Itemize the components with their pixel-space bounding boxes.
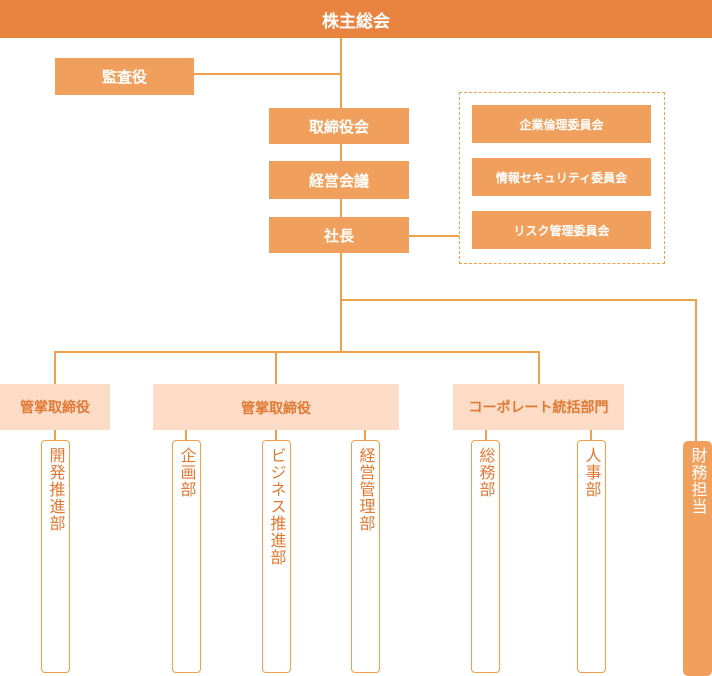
dept-business: ビジネス推進部 <box>262 440 291 673</box>
connector-director-3 <box>538 351 540 384</box>
corporate-division-label: コーポレート統括部門 <box>468 400 609 416</box>
connector-dept-4 <box>364 430 366 440</box>
auditor-label: 監査役 <box>101 68 147 86</box>
connector-dept-3 <box>275 430 277 440</box>
dept-business-label: ビジネス推進部 <box>267 447 287 566</box>
director-label-2: 管掌取締役 <box>241 401 311 417</box>
connector-meeting-president <box>340 199 342 217</box>
connector-auditor <box>194 73 342 75</box>
board-box: 取締役会 <box>269 108 409 144</box>
connector-director-bus <box>54 351 540 353</box>
connector-finance-vertical <box>695 299 697 441</box>
management-meeting-label: 経営会議 <box>308 171 369 190</box>
security-committee-box: 情報セキュリティ委員会 <box>472 158 651 196</box>
dept-management: 経営管理部 <box>351 440 380 673</box>
director-box-1: 管掌取締役 <box>0 384 110 430</box>
connector-dept-2 <box>185 430 187 440</box>
risk-committee-label: リスク管理委員会 <box>513 223 610 238</box>
dept-planning-label: 企画部 <box>177 447 197 498</box>
dept-management-label: 経営管理部 <box>356 447 376 532</box>
risk-committee-box: リスク管理委員会 <box>472 211 651 249</box>
management-meeting-box: 経営会議 <box>269 161 409 199</box>
director-label-1: 管掌取締役 <box>20 400 90 416</box>
shareholders-meeting-label: 株主総会 <box>322 11 390 32</box>
finance-box: 財務担当 <box>683 441 712 676</box>
auditor-box: 監査役 <box>55 58 194 95</box>
dept-development: 開発推進部 <box>41 440 70 673</box>
connector-dept-1 <box>54 430 56 440</box>
dept-general-affairs: 総務部 <box>471 440 500 673</box>
director-box-2: 管掌取締役 <box>153 384 399 430</box>
ethics-committee-label: 企業倫理委員会 <box>519 117 604 132</box>
corporate-division-box: コーポレート統括部門 <box>453 384 624 430</box>
dept-hr-label: 人事部 <box>582 447 602 498</box>
connector-finance-horizontal <box>340 299 697 301</box>
connector-dept-6 <box>590 430 592 440</box>
ethics-committee-box: 企業倫理委員会 <box>472 105 651 143</box>
connector-director-1 <box>54 351 56 384</box>
dept-hr: 人事部 <box>577 440 606 673</box>
connector-dept-5 <box>485 430 487 440</box>
shareholders-meeting-box: 株主総会 <box>0 0 712 38</box>
committees-group <box>459 92 665 264</box>
finance-label: 財務担当 <box>688 447 708 515</box>
connector-president-down <box>340 253 342 353</box>
connector-director-2 <box>275 351 277 384</box>
dept-planning: 企画部 <box>172 440 201 673</box>
president-box: 社長 <box>269 217 409 253</box>
security-committee-label: 情報セキュリティ委員会 <box>495 170 628 185</box>
board-label: 取締役会 <box>308 117 369 136</box>
president-label: 社長 <box>323 226 354 245</box>
connector-board-meeting <box>340 144 342 161</box>
connector-committees <box>409 235 459 237</box>
dept-development-label: 開発推進部 <box>46 447 66 532</box>
dept-general-affairs-label: 総務部 <box>476 447 496 498</box>
